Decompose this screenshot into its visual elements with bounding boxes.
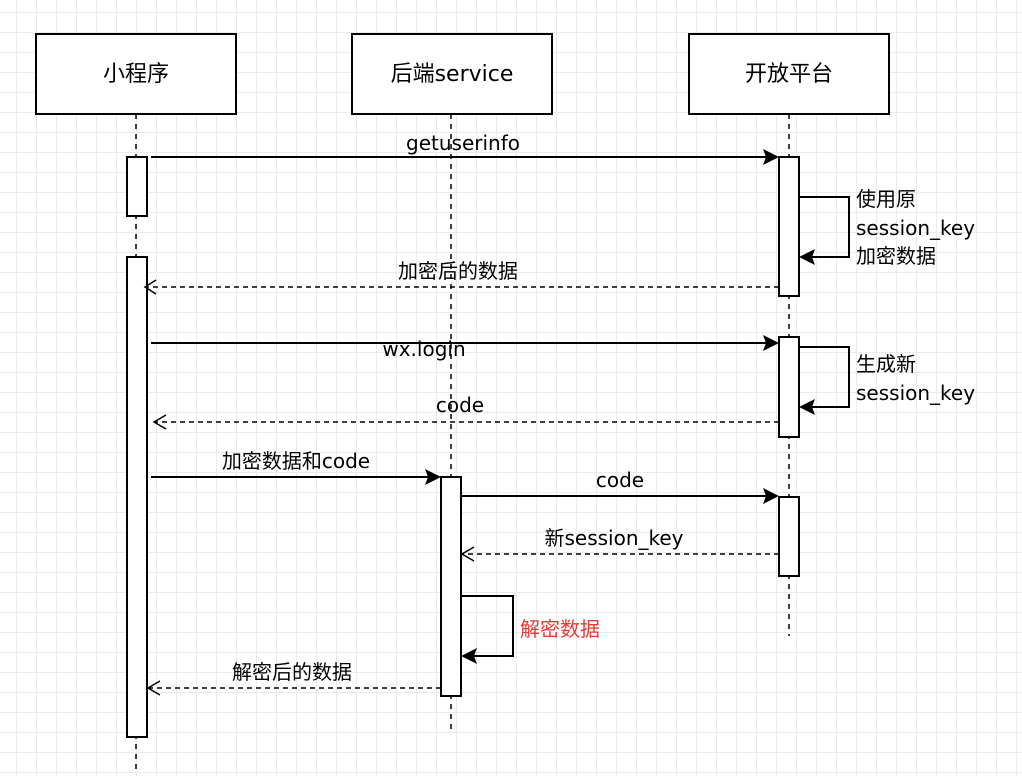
- self-note-line: 解密数据: [520, 617, 600, 641]
- self-loop-line: [799, 196, 850, 258]
- self-loop-line: [799, 346, 850, 408]
- message-label: code: [436, 393, 484, 417]
- message-label: getuserinfo: [406, 131, 520, 155]
- participant-backend[interactable]: 后端service: [351, 33, 553, 115]
- message-encrypt-self[interactable]: 使用原 session_key 加密数据: [799, 187, 975, 268]
- arrow-head: [152, 414, 167, 430]
- message-label: 解密后的数据: [232, 660, 352, 684]
- activation-bar: [778, 496, 800, 577]
- participant-box: [35, 33, 237, 115]
- participant-miniprogram[interactable]: 小程序: [35, 33, 237, 115]
- activations: [126, 156, 800, 738]
- arrow-head: [461, 648, 477, 664]
- participant-label: 后端service: [391, 62, 514, 87]
- arrow-head: [763, 488, 779, 504]
- self-note-line: 使用原: [856, 187, 916, 211]
- message-getuserinfo[interactable]: getuserinfo: [151, 131, 779, 165]
- participant-box: [351, 33, 553, 115]
- self-note-line: 生成新: [856, 352, 916, 376]
- message-label: 加密后的数据: [398, 259, 518, 283]
- message-new-key-return[interactable]: 新session_key: [460, 526, 779, 562]
- participant-label: 开放平台: [745, 62, 833, 87]
- message-code-forward[interactable]: code: [461, 468, 779, 504]
- self-loop-line: [461, 595, 514, 657]
- activation-bar: [126, 156, 148, 217]
- arrow-head: [143, 279, 157, 295]
- message-label: 新session_key: [544, 526, 683, 550]
- message-gen-self[interactable]: 生成新 session_key: [799, 346, 975, 415]
- message-decrypt-self[interactable]: 解密数据: [461, 595, 600, 664]
- activation-bar: [778, 156, 800, 297]
- arrow-head: [146, 680, 161, 696]
- activation-bar: [126, 256, 148, 738]
- message-decrypted-return[interactable]: 解密后的数据: [146, 660, 441, 696]
- arrow-head: [425, 469, 441, 485]
- message-encrypted-return[interactable]: 加密后的数据: [143, 259, 779, 295]
- arrow-head: [763, 149, 779, 165]
- self-note-line: session_key: [856, 216, 975, 240]
- participant-label: 小程序: [103, 62, 169, 87]
- message-label: code: [596, 468, 644, 492]
- arrow-head: [799, 249, 815, 265]
- arrow-head: [460, 546, 475, 562]
- message-send-data-code[interactable]: 加密数据和code: [151, 449, 441, 485]
- participant-box: [688, 33, 890, 115]
- message-label: wx.login: [382, 337, 465, 361]
- message-label: 加密数据和code: [222, 449, 370, 473]
- participant-platform[interactable]: 开放平台: [688, 33, 890, 115]
- self-note-line: session_key: [856, 381, 975, 405]
- arrow-head: [763, 335, 779, 351]
- self-note-line: 加密数据: [856, 244, 936, 268]
- activation-bar: [778, 336, 800, 438]
- message-wxlogin[interactable]: wx.login: [151, 335, 779, 361]
- message-code-return[interactable]: code: [152, 393, 779, 430]
- arrow-head: [799, 399, 815, 415]
- activation-bar: [440, 476, 462, 697]
